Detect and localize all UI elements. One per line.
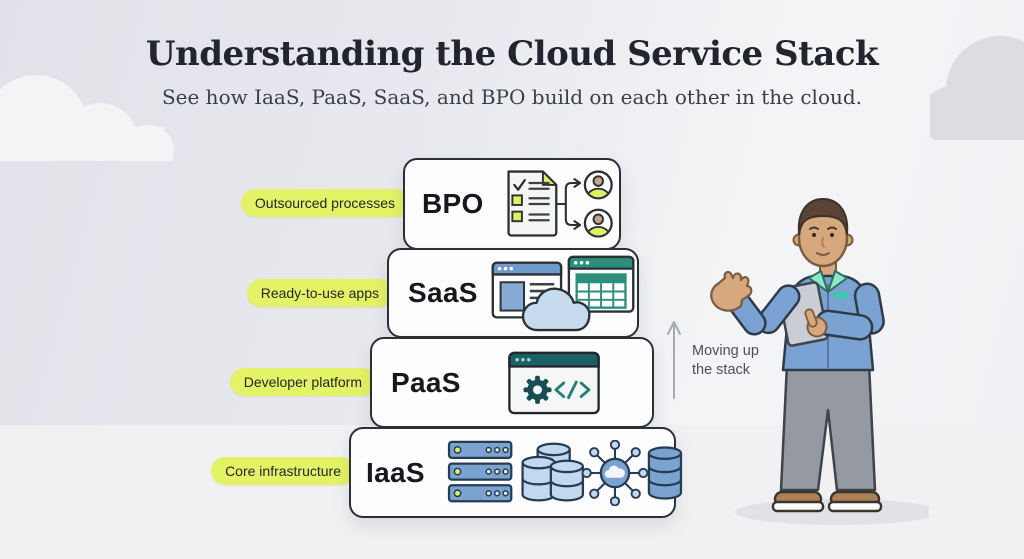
database-stack-icon — [521, 442, 584, 501]
layer-label-iaas: IaaS — [366, 456, 425, 488]
page-title: Understanding the Cloud Service Stack — [145, 34, 879, 74]
layer-card-paas: PaaS — [370, 337, 654, 428]
paas-icons — [507, 351, 601, 415]
spreadsheet-window-icon — [567, 255, 635, 313]
person-shoes — [771, 490, 883, 513]
person-pants — [779, 362, 877, 492]
tag-core-infrastructure: Core infrastructure — [211, 457, 355, 485]
checklist-document-icon — [506, 170, 557, 237]
open-palm-hand — [710, 270, 753, 312]
layer-card-iaas: IaaS — [349, 427, 682, 518]
presenter-illustration — [710, 198, 929, 525]
split-arrows-icon — [554, 178, 581, 230]
tag-ready-to-use-apps: Ready-to-use apps — [246, 279, 393, 307]
moving-up-annotation: Moving up the stack — [666, 318, 778, 400]
layer-label-bpo: BPO — [422, 188, 484, 219]
background-cloud-right — [930, 36, 1024, 140]
saas-icons — [490, 253, 638, 333]
person-badge — [833, 292, 848, 298]
gear-code-window-icon — [507, 351, 600, 414]
network-hub-icon — [581, 439, 649, 506]
layer-label-saas: SaaS — [408, 277, 478, 308]
page-subtitle: See how IaaS, PaaS, SaaS, and BPO build … — [161, 85, 863, 109]
layer-label-paas: PaaS — [391, 366, 461, 398]
database-icon — [647, 445, 682, 500]
tag-developer-platform: Developer platform — [229, 368, 376, 396]
iaas-icons — [447, 439, 683, 506]
user-circle-icon — [583, 170, 613, 200]
up-arrow-icon — [667, 321, 681, 399]
moving-up-label: Moving up the stack — [692, 343, 759, 378]
layer-card-bpo: BPO — [403, 158, 621, 250]
header: Understanding the Cloud Service Stack Se… — [0, 34, 1024, 109]
background-cloud-left — [0, 75, 174, 161]
tag-outsourced-processes: Outsourced processes — [240, 189, 409, 217]
person-head — [792, 198, 854, 268]
bpo-icons — [499, 168, 625, 240]
holding-hand — [804, 308, 828, 338]
cloud-icon — [521, 287, 591, 332]
user-circle-icon — [583, 208, 613, 238]
layer-card-saas: SaaS — [387, 248, 639, 338]
server-rack-icon — [447, 440, 513, 502]
